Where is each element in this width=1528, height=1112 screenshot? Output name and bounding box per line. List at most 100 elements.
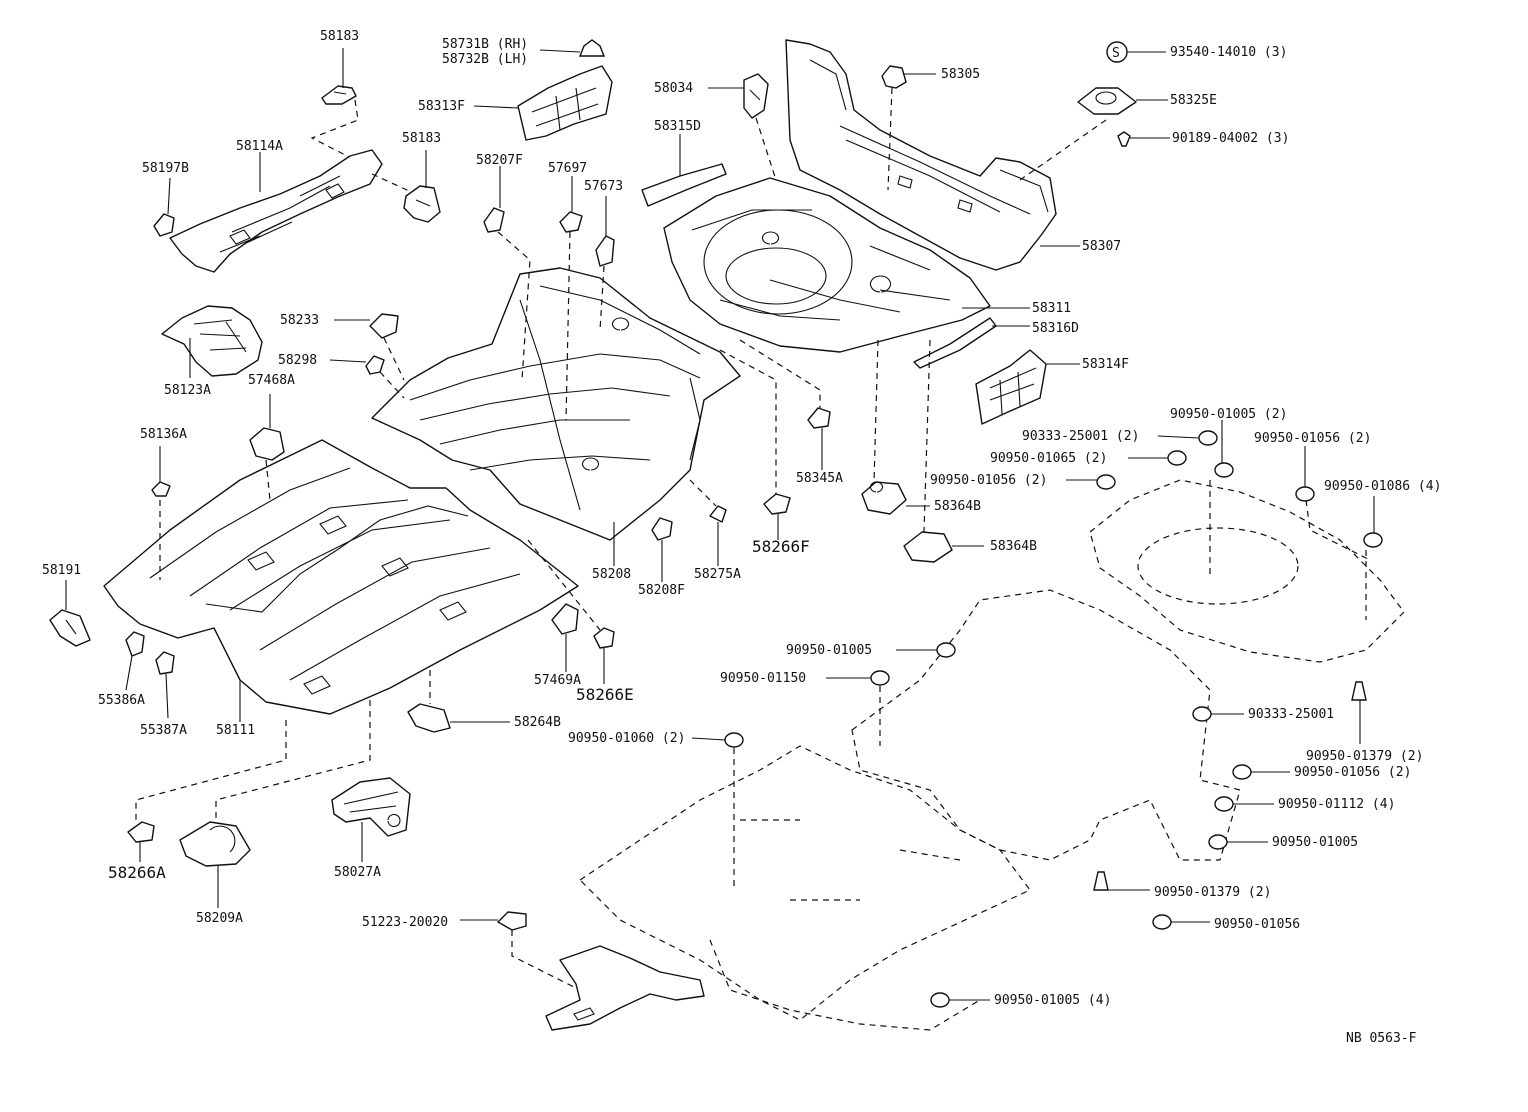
part-55387a [155,651,175,675]
dash-58325e [1019,119,1107,181]
leader-55386a [125,655,133,691]
label-58364b-upper: 58364B [934,499,981,514]
plug-90950-01056 [1152,914,1172,930]
dash-57697 [565,231,571,421]
label-58731b: 58731B (RH) [442,37,528,52]
label-58027a: 58027A [334,865,381,880]
plug-90950-01086-4 [1363,532,1383,548]
label-58313f: 58313F [418,99,465,114]
plug-90950-01065-2 [1167,450,1187,466]
leader-58298 [329,359,367,363]
label-57697: 57697 [548,161,587,176]
dash-58034 [755,117,777,181]
part-58305 [881,65,907,89]
dash-58266e [527,539,601,631]
plug-90950-01005-2 [1214,462,1234,478]
label-55386a: 55386A [98,693,145,708]
label-90950-01056-2c: 90950-01056 (2) [1294,765,1411,780]
outline-rear-plug-area [1089,479,1405,663]
label-90950-01056-2a: 90950-01056 (2) [1254,431,1371,446]
leader-58313f [473,105,519,109]
dash-58364b-lower [923,339,931,533]
plug-90950-01056-2a [1295,486,1315,502]
part-58034 [743,73,769,119]
part-58123a [161,305,263,377]
label-58191: 58191 [42,563,81,578]
dash-58364b-upper [873,339,879,483]
label-58209a: 58209A [196,911,243,926]
label-58136a: 58136A [140,427,187,442]
label-58183-lower: 58183 [402,131,441,146]
plug-90950-01005 [936,642,956,658]
label-58034: 58034 [654,81,693,96]
dash-58233 [383,337,405,381]
label-58275a: 58275A [694,567,741,582]
part-58207f [483,207,505,233]
label-58298: 58298 [278,353,317,368]
label-90950-01005-2: 90950-01005 (2) [1170,407,1287,422]
part-58325e [1077,87,1137,115]
label-58264b: 58264B [514,715,561,730]
dash-right-pan-b [1305,499,1371,561]
part-58307-rear-panel [785,39,1057,271]
dash-58207f [497,231,531,381]
label-90333-25001: 90333-25001 [1248,707,1334,722]
part-58264b [407,703,451,733]
outline-underbody [579,589,1241,1031]
leader-90333-25001-2 [1157,435,1200,439]
label-90950-01086-4: 90950-01086 (4) [1324,479,1441,494]
leader-90950-01060-2 [691,737,726,741]
part-57673 [595,235,615,267]
part-58208-center-floor [371,267,741,541]
label-58315d: 58315D [654,119,701,134]
label-58305: 58305 [941,67,980,82]
label-58266e: 58266E [576,685,634,704]
dash-57468a [265,459,271,501]
part-rear-lower-bracket [545,945,705,1031]
part-58345a [807,407,831,429]
leader-55387a [165,673,169,719]
part-58266a [127,821,155,843]
part-58731b-plug [578,39,606,57]
dash-58275a [689,479,717,507]
label-57468a: 57468A [248,373,295,388]
part-58298 [365,355,385,375]
part-58233 [369,313,399,339]
washer-symbol: S [1112,46,1120,61]
label-58233: 58233 [280,313,319,328]
label-55387a: 55387A [140,723,187,738]
part-58314f [975,349,1047,425]
plug-90950-01379-2b [1093,871,1109,891]
leader-58197b [167,177,171,215]
label-51223: 51223-20020 [362,915,448,930]
part-58275a [709,505,727,523]
label-58732b: 58732B (LH) [442,52,528,67]
part-57468a [249,427,285,461]
plug-90333-25001-2 [1198,430,1218,446]
plug-90333-25001 [1192,706,1212,722]
label-90950-01005b: 90950-01005 [1272,835,1358,850]
part-58209a [179,821,251,867]
label-90333-25001-2: 90333-25001 (2) [1022,429,1139,444]
label-57469a: 57469A [534,673,581,688]
label-58183-upper: 58183 [320,29,359,44]
part-58197b [153,213,175,237]
label-58208f: 58208F [638,583,685,598]
label-90950-01065-2: 90950-01065 (2) [990,451,1107,466]
part-58208f [651,517,673,541]
label-90950-01379-2b: 90950-01379 (2) [1154,885,1271,900]
dash-58345a [739,339,821,408]
part-58266f [763,493,791,515]
part-58364b-upper [861,481,907,515]
part-57469a [551,603,579,635]
label-58325e: 58325E [1170,93,1217,108]
plug-90950-01379-2a [1351,681,1367,701]
part-58183-upper [321,85,357,105]
part-58183-lower [403,185,441,223]
label-58114a: 58114A [236,139,283,154]
label-90950-01005: 90950-01005 [786,643,872,658]
label-93540: 93540-14010 (3) [1170,45,1287,60]
plug-90950-01005-4 [930,992,950,1008]
label-90950-01150: 90950-01150 [720,671,806,686]
